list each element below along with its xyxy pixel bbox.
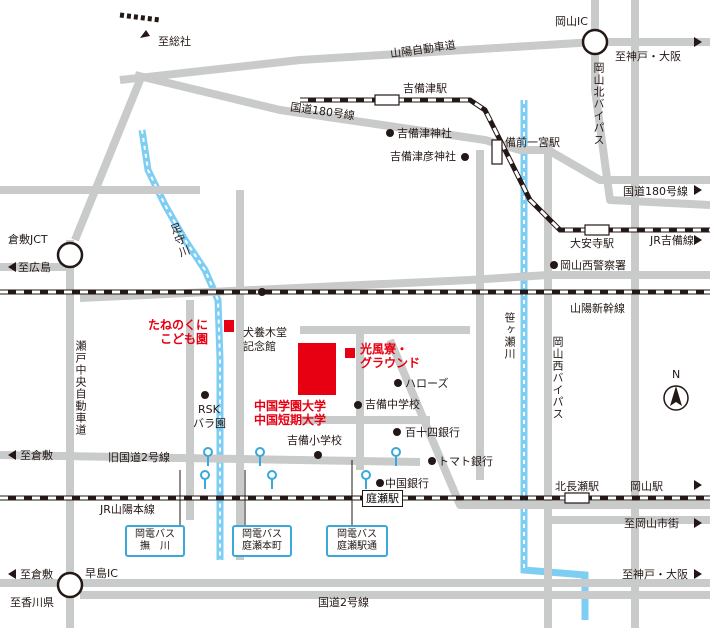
kibi-elementary-label: 吉備小学校 — [287, 434, 342, 447]
kibi-junior-high-label: 吉備中学校 — [365, 398, 420, 411]
kibitsu-shrine-label: 吉備津神社 — [397, 127, 452, 140]
tomato-bank-label: トマト銀行 — [438, 455, 493, 468]
koufuryo-label: 光風寮・ — [360, 342, 409, 356]
okayama-station-label: 岡山駅 — [630, 480, 663, 493]
route-180-right — [546, 146, 710, 184]
jr-kibi-line-label: JR吉備線 — [650, 234, 694, 247]
harows-label: ハローズ — [405, 377, 449, 390]
bus-honmachi-line2: 庭瀬本町 — [242, 541, 282, 552]
bus-stop-busen: 岡電バス 撫 川 — [125, 525, 185, 557]
station-marks — [374, 94, 610, 504]
to-kagawa-label: 至香川県 — [10, 596, 54, 609]
sanyo-expressway — [119, 38, 710, 84]
rsk-label: RSK — [198, 403, 220, 416]
mid-road — [79, 271, 710, 302]
chugoku-tanki-label: 中国短期大学 — [254, 413, 327, 427]
hyakujushi-label: 百十四銀行 — [405, 426, 460, 439]
landmark-dots — [201, 129, 558, 487]
barazono-label: バラ園 — [193, 417, 226, 430]
niwase-station-label: 庭瀬駅 — [362, 490, 403, 507]
railways — [0, 12, 710, 501]
old-route-2 — [0, 451, 421, 466]
kinenkan-label: 記念館 — [243, 340, 276, 353]
kurashiki-jct-label: 倉敷JCT — [8, 233, 48, 246]
direction-arrows — [8, 30, 702, 579]
tanenokuni-label: たねのくに — [148, 318, 209, 332]
ground-mark — [345, 348, 355, 358]
kibitsuhiko-shrine-label: 吉備津彦神社 — [390, 150, 456, 163]
okayama-kita-bypass-label: 岡山北バイパス — [592, 62, 605, 146]
jr-sanyo-label: JR山陽本線 — [100, 503, 155, 516]
okayama-nishi-police-label: 岡山西警察署 — [560, 259, 626, 272]
okayama-ic-label: 岡山IC — [555, 15, 588, 28]
campus-block — [298, 343, 336, 395]
bus-ekidori-line1: 岡電バス — [337, 529, 377, 540]
ground-label: グラウンド — [360, 356, 421, 370]
bus-busen-line2: 撫 川 — [140, 541, 170, 552]
chugoku-bank-label: 中国銀行 — [385, 477, 429, 490]
kita-nagase-label: 北長瀬駅 — [555, 480, 599, 493]
chugoku-gakuen-label: 中国学園大学 — [254, 399, 327, 413]
kibitsu-station-label: 吉備津駅 — [403, 82, 447, 95]
bizen-ichinomiya-label: 備前一宮駅 — [505, 136, 560, 149]
hayashima-ic-label: 早島IC — [85, 567, 118, 580]
north-label: N — [672, 368, 681, 381]
expressway-link — [71, 78, 144, 242]
interchanges — [56, 28, 609, 599]
to-kurashiki-label-1: 至倉敷 — [20, 449, 53, 462]
to-soja-label: 至総社 — [158, 35, 191, 48]
bus-stops — [200, 447, 401, 489]
kodomoen-mark — [224, 320, 234, 332]
setochuo-label: 瀬戸中央自動車道 — [74, 340, 87, 436]
to-kobe-osaka-label-2: 至神戸・大阪 — [622, 568, 688, 581]
bus-ekidori-line2: 庭瀬駅通 — [337, 541, 377, 552]
to-okayama-city-label: 至岡山市街 — [624, 517, 679, 530]
route180-label-2: 国道180号線 — [623, 185, 688, 198]
bus-stop-ekidori: 岡電バス 庭瀬駅通 — [326, 525, 388, 557]
to-kobe-osaka-label-1: 至神戸・大阪 — [615, 50, 681, 63]
daianji-station-label: 大安寺駅 — [570, 237, 614, 250]
kodomoen-label: こども園 — [160, 332, 209, 346]
sasagase-river-label: 笹ヶ瀬川 — [503, 312, 516, 360]
bus-honmachi-line1: 岡電バス — [242, 529, 282, 540]
old-route2-label: 旧国道2号線 — [108, 451, 170, 464]
bus-stop-honmachi: 岡電バス 庭瀬本町 — [232, 525, 292, 557]
to-kurashiki-label-2: 至倉敷 — [20, 568, 53, 581]
okayama-kita-bypass — [591, 0, 710, 209]
okayama-nishi-bypass-label: 岡山西バイパス — [551, 336, 564, 420]
inukai-label: 犬養木堂 — [243, 326, 287, 339]
bus-busen-line1: 岡電バス — [135, 529, 175, 540]
shinkansen-label: 山陽新幹線 — [570, 302, 625, 315]
route2-label: 国道2号線 — [318, 596, 369, 609]
route-180-upper — [134, 71, 550, 154]
to-hiroshima-label: 至広島 — [18, 261, 51, 274]
